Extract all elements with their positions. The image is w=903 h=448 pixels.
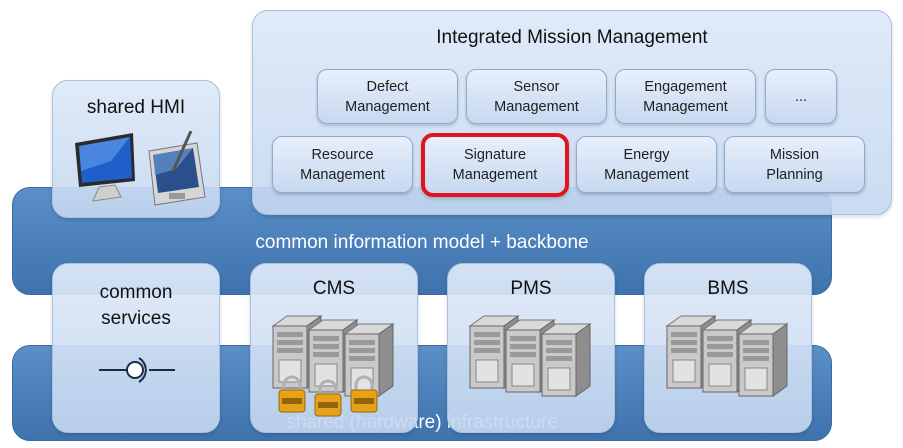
module-signature-management[interactable]: Signature Management bbox=[421, 133, 569, 197]
module-engagement-management[interactable]: Engagement Management bbox=[615, 69, 756, 124]
module-resource-management[interactable]: Resource Management bbox=[272, 136, 413, 193]
padlock-icon bbox=[350, 375, 378, 413]
common-services-title: common services bbox=[99, 282, 173, 329]
server-tower-icon bbox=[540, 323, 592, 397]
cms-servers-icon bbox=[265, 306, 405, 426]
cms-panel: CMS bbox=[250, 263, 418, 433]
integrated-mission-management-title: Integrated Mission Management bbox=[436, 27, 708, 48]
hmi-devices-icon bbox=[75, 131, 206, 206]
server-tower-icon bbox=[737, 323, 789, 397]
bms-panel: BMS bbox=[644, 263, 812, 433]
backbone-label: common information model + backbone bbox=[255, 232, 589, 253]
bms-servers-icon bbox=[659, 306, 799, 426]
cms-title: CMS bbox=[312, 278, 356, 299]
padlock-icon bbox=[314, 379, 342, 417]
pms-title: PMS bbox=[510, 278, 552, 299]
server-tower-icon bbox=[468, 315, 520, 389]
module-mission-planning[interactable]: Mission Planning bbox=[724, 136, 865, 193]
padlock-icon bbox=[278, 375, 306, 413]
module-sensor-management[interactable]: Sensor Management bbox=[466, 69, 607, 124]
shared-hmi-title: shared HMI bbox=[86, 97, 186, 118]
bms-title: BMS bbox=[707, 278, 749, 299]
shared-hmi-panel: shared HMI bbox=[52, 80, 220, 218]
module-more[interactable]: ... bbox=[765, 69, 837, 124]
server-tower-icon bbox=[343, 323, 395, 397]
module-energy-management[interactable]: Energy Management bbox=[576, 136, 717, 193]
service-interface-icon bbox=[99, 357, 175, 383]
module-defect-management[interactable]: Defect Management bbox=[317, 69, 458, 124]
pms-panel: PMS bbox=[447, 263, 615, 433]
pms-servers-icon bbox=[462, 306, 602, 426]
common-services-panel: common services bbox=[52, 263, 220, 433]
